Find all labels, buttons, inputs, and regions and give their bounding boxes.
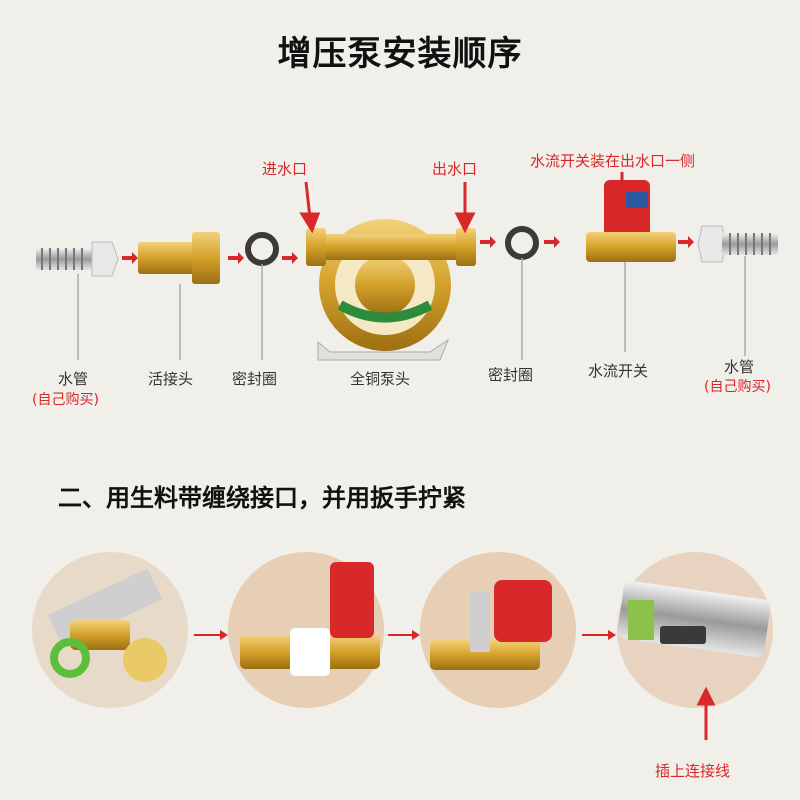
union-fitting-icon (138, 232, 220, 284)
photo-2-union-icon (228, 552, 384, 708)
label-seal-left: 密封圈 (232, 370, 278, 388)
label-pipe-right-note: (自己购买) (704, 379, 771, 395)
page-title: 增压泵安装顺序 (277, 34, 523, 74)
label-seal-right: 密封圈 (488, 366, 534, 384)
component-diagram (36, 172, 778, 361)
label-pipe-right: 水管 (724, 358, 755, 376)
step-two-heading: 二、用生料带缠绕接口，并用扳手拧紧 (58, 484, 466, 512)
arrow-3-icon (582, 630, 616, 640)
callout-arrow-icon (696, 686, 716, 740)
callout-plug-connector: 插上连接线 (655, 762, 731, 780)
label-flow-switch: 水流开关 (588, 362, 649, 380)
pump-head-icon (306, 219, 476, 361)
photo-1-taping-icon (32, 552, 188, 708)
label-switch-note: 水流开关装在出水口一侧 (530, 152, 696, 170)
arrow-2-icon (388, 630, 420, 640)
inlet-outlet-arrows (299, 172, 624, 234)
flow-switch-icon (586, 180, 676, 262)
label-pump: 全铜泵头 (350, 370, 411, 388)
left-hose-icon (36, 241, 119, 277)
flow-arrows (122, 236, 694, 264)
seal-ring-right-icon (505, 226, 539, 260)
installation-photos (32, 552, 773, 740)
leader-lines (77, 256, 746, 360)
label-inlet: 进水口 (262, 160, 308, 178)
arrow-1-icon (194, 630, 228, 640)
photo-4-connector-icon (617, 552, 773, 708)
label-outlet: 出水口 (432, 160, 478, 178)
right-hose-icon (697, 225, 778, 263)
label-union: 活接头 (148, 370, 194, 388)
label-pipe-left: 水管 (58, 370, 89, 388)
seal-ring-left-icon (245, 232, 279, 266)
label-pipe-left-note: (自己购买) (32, 392, 99, 408)
photo-3-switch-icon (420, 552, 576, 708)
